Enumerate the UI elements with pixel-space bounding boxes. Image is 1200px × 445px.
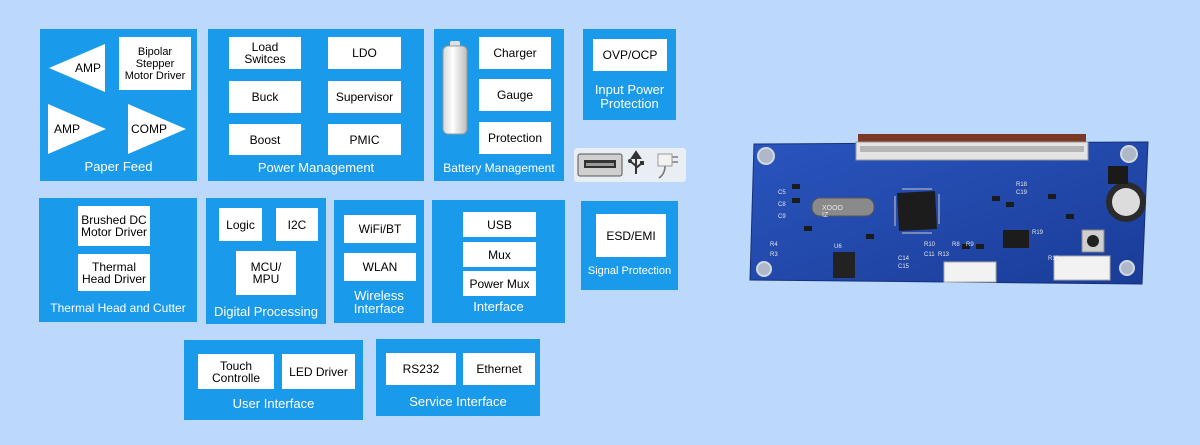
mux-box: Mux	[463, 242, 536, 267]
interface-block: USB Mux Power Mux Interface	[432, 200, 565, 323]
paper-feed-block: AMP Bipolar Stepper Motor Driver AMP COM…	[40, 29, 197, 181]
ldo-box: LDO	[328, 37, 401, 69]
esd-emi-box: ESD/EMI	[596, 214, 666, 257]
svg-text:C14: C14	[898, 256, 910, 262]
logic-box: Logic	[219, 208, 262, 241]
usb-box: USB	[463, 212, 536, 237]
ethernet-box: Ethernet	[463, 353, 535, 385]
led-driver-box: LED Driver	[282, 354, 355, 389]
amp-label-2: AMP	[54, 122, 80, 136]
thermal-head-driver-box: Thermal Head Driver	[78, 254, 150, 291]
regulator-ic	[833, 252, 855, 278]
signal-protection-block: ESD/EMI Signal Protection	[581, 201, 678, 290]
svg-text:C5: C5	[778, 190, 786, 196]
svg-text:C15: C15	[898, 264, 910, 270]
main-ic	[897, 191, 937, 231]
battery-management-caption: Battery Management	[443, 161, 555, 175]
buck-box: Buck	[229, 81, 301, 113]
mcu-mpu-box: MCU/ MPU	[236, 251, 296, 295]
signal-protection-caption: Signal Protection	[587, 265, 672, 277]
ffc-connector	[858, 134, 1086, 142]
i2c-box: I2C	[276, 208, 318, 241]
svg-text:R12: R12	[1048, 256, 1060, 262]
input-power-caption: Input Power Protection	[594, 82, 665, 111]
service-interface-block: RS232 Ethernet Service Interface	[376, 339, 540, 416]
boost-box: Boost	[229, 124, 301, 155]
battery-management-block: Charger Gauge Protection Battery Managem…	[434, 29, 564, 181]
silkscreen-refs: C5 C8 C9 R4 R3 R18 C19 R10 C11 R13 U6 R8…	[770, 182, 1060, 270]
interface-caption: Interface	[473, 299, 524, 314]
digital-processing-block: Logic I2C MCU/ MPU Digital Processing	[206, 198, 326, 324]
svg-text:R10: R10	[924, 242, 936, 248]
svg-text:R18: R18	[1016, 182, 1028, 188]
svg-text:R8: R8	[952, 242, 960, 248]
stepper-motor-driver-box: Bipolar Stepper Motor Driver	[119, 37, 191, 90]
charger-box: Charger	[479, 37, 551, 69]
service-interface-caption: Service Interface	[409, 394, 507, 409]
supervisor-box: Supervisor	[328, 81, 401, 113]
amp-triangle-icon: AMP	[49, 44, 105, 92]
jst-connector-1	[943, 261, 997, 283]
pmic-box: PMIC	[328, 124, 401, 155]
svg-text:C8: C8	[778, 202, 786, 208]
wifi-bt-box: WiFi/BT	[344, 215, 416, 243]
svg-text:R4: R4	[770, 242, 778, 248]
svg-text:R13: R13	[938, 252, 950, 258]
svg-text:R3: R3	[770, 252, 778, 258]
svg-text:C9: C9	[778, 214, 786, 220]
small-ic	[1003, 230, 1029, 248]
input-power-protection-block: OVP/OCP Input Power Protection	[583, 29, 676, 120]
power-management-caption: Power Management	[257, 160, 375, 175]
comp-label: COMP	[131, 122, 167, 136]
wireless-caption: Wireless Interface	[353, 288, 405, 316]
mounting-holes	[756, 145, 1138, 277]
paper-feed-caption: Paper Feed	[84, 159, 153, 174]
battery-icon	[442, 41, 468, 135]
thermal-head-block: Brushed DC Motor Driver Thermal Head Dri…	[39, 198, 197, 322]
touch-controller-box: Touch Controlle	[198, 354, 274, 389]
ovp-ocp-box: OVP/OCP	[593, 39, 667, 71]
rs232-box: RS232	[386, 353, 456, 385]
svg-text:R19: R19	[1032, 230, 1044, 236]
thermal-head-caption: Thermal Head and Cutter	[50, 301, 186, 315]
user-interface-caption: User Interface	[232, 396, 315, 411]
crystal	[811, 197, 875, 217]
wireless-interface-block: WiFi/BT WLAN Wireless Interface	[334, 200, 424, 323]
wlan-box: WLAN	[344, 253, 416, 281]
usb-connector-icon	[574, 148, 686, 182]
svg-text:R9: R9	[966, 242, 974, 248]
amp-label-1: AMP	[75, 61, 101, 75]
protection-box: Protection	[479, 122, 551, 154]
power-mux-box: Power Mux	[463, 271, 536, 296]
svg-text:C19: C19	[1016, 190, 1028, 196]
gauge-box: Gauge	[479, 79, 551, 111]
digital-processing-caption: Digital Processing	[213, 304, 319, 319]
comp-triangle-icon: COMP	[128, 104, 186, 154]
brushed-dc-motor-driver-box: Brushed DC Motor Driver	[78, 206, 150, 246]
jst-connector-2	[1053, 255, 1111, 281]
load-switches-box: Load Switces	[229, 37, 301, 69]
svg-text:U6: U6	[834, 244, 842, 250]
power-management-block: Load Switces LDO Buck Supervisor Boost P…	[208, 29, 424, 181]
svg-text:C11: C11	[924, 252, 935, 258]
amp-triangle-icon-2: AMP	[48, 104, 106, 154]
user-interface-block: Touch Controlle LED Driver User Interfac…	[184, 340, 363, 420]
